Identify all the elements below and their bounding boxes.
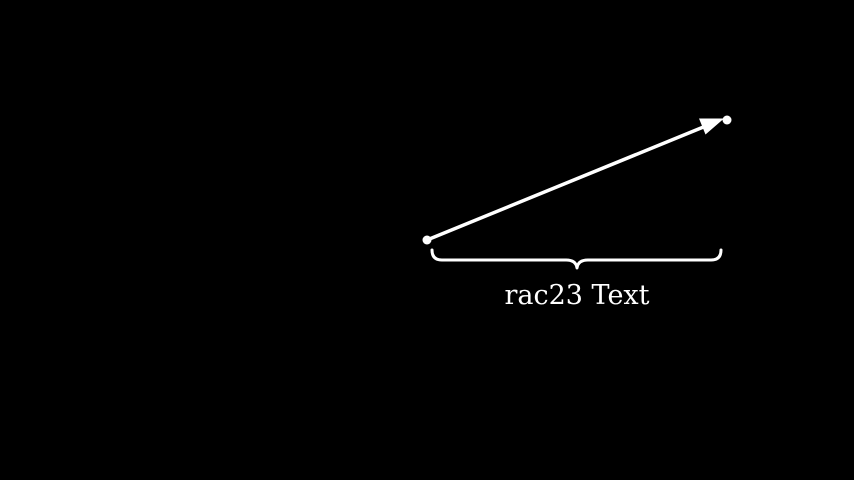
arrow-head — [699, 118, 724, 135]
brace — [430, 248, 723, 270]
vector-line — [425, 121, 714, 242]
start-point-dot — [422, 235, 432, 245]
brace-label: rac23 Text — [504, 280, 649, 311]
end-point-dot — [722, 115, 732, 125]
